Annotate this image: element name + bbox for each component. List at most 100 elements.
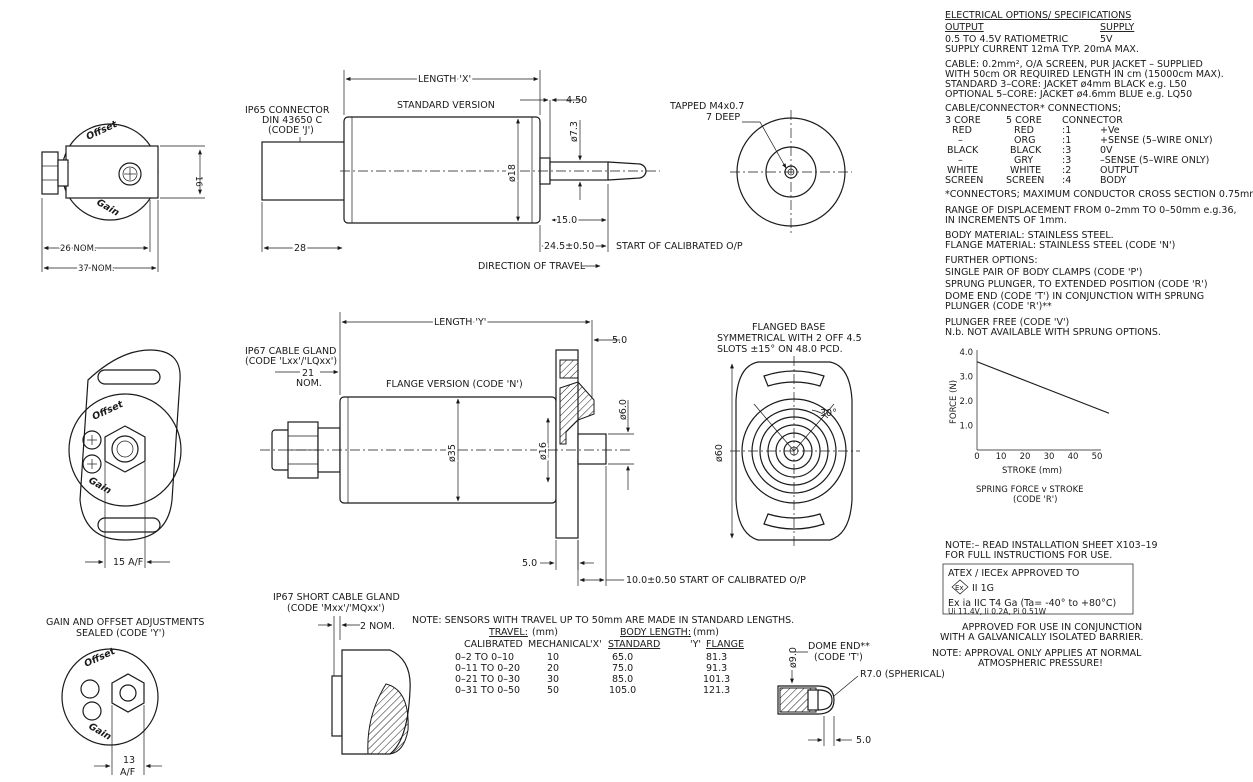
dim-24-5: 24.5±0.50 [544, 241, 594, 252]
dim-dia-16: ø16 [538, 442, 549, 460]
row-mechanical: 30 [547, 674, 559, 685]
chart-x-tick-label: 20 [1020, 452, 1031, 462]
atex-group: II 1G [972, 583, 994, 594]
cable-line-3: STANDARD 3–CORE: JACKET ø4mm BLACK e.g. … [945, 79, 1187, 90]
ex-mark: Ex [955, 584, 964, 592]
output-value: 0.5 TO 4.5V RATIOMETRIC [945, 34, 1069, 45]
conn-function: –SENSE (5–WIRE ONLY) [1100, 155, 1209, 166]
chart-x-tick-label: 0 [974, 452, 979, 462]
conn-3core: – [958, 135, 963, 146]
offset-adjust-icon [82, 430, 102, 450]
connections-head: CABLE/CONNECTOR* CONNECTIONS; [945, 103, 1121, 114]
row-standard: 85.0 [612, 674, 633, 685]
dim-15-0: 15.0 [556, 215, 577, 226]
tapped-label: TAPPED M4x0.7 [669, 101, 744, 112]
length-x-label: LENGTH 'X' [418, 74, 471, 85]
option-plunger-note: N.b. NOT AVAILABLE WITH SPRUNG OPTIONS. [945, 327, 1161, 338]
gland-code-label: (CODE 'Lxx'/'LQxx') [245, 356, 337, 367]
conn-pin: :4 [1062, 175, 1071, 186]
dim-dia-7-3: ø7.3 [569, 121, 580, 142]
conn-5core: GRY [1014, 155, 1033, 166]
travel-unit: (mm) [532, 627, 558, 638]
conn-function: BODY [1100, 175, 1127, 186]
row-standard: 65.0 [612, 652, 633, 663]
install-note-2: FOR FULL INSTRUCTIONS FOR USE. [945, 550, 1112, 561]
ip65-connector-label: IP65 CONNECTOR [245, 105, 330, 116]
connection-row: – ORG :1 +SENSE (5–WIRE ONLY) [958, 135, 1213, 146]
conn-function: +Ve [1100, 125, 1120, 136]
col-mechanical: MECHANICAL [528, 639, 592, 650]
conn-5core: WHITE [1010, 165, 1041, 176]
option-dome-end-1: DOME END (CODE 'T') IN CONJUNCTION WITH … [945, 291, 1204, 302]
connection-row: SCREEN SCREEN :4 BODY [945, 175, 1127, 186]
body-length-unit: (mm) [693, 627, 719, 638]
col-calibrated: CALIBRATED [464, 639, 523, 650]
flanged-base-pcd-label: SLOTS ±15° ON 48.0 PCD. [717, 344, 843, 355]
screw-icon [118, 162, 142, 186]
row-mechanical: 20 [547, 663, 559, 674]
row-calibrated: 0–21 TO 0–30 [455, 674, 520, 685]
approved-line-1: APPROVED FOR USE IN CONJUNCTION [962, 622, 1142, 633]
specs-title: ELECTRICAL OPTIONS/ SPECIFICATIONS [945, 10, 1131, 21]
further-options: FURTHER OPTIONS: [945, 255, 1038, 266]
flanged-base-slots-label: SYMMETRICAL WITH 2 OFF 4.5 [717, 333, 862, 344]
supply-head: SUPPLY [1100, 22, 1134, 33]
ip67-gland-label: IP67 CABLE GLAND [245, 346, 336, 357]
connector-note: *CONNECTORS; MAXIMUM CONDUCTOR CROSS SEC… [945, 189, 1253, 200]
travel-head: TRAVEL: [488, 627, 528, 638]
dim-dia-60: ø60 [714, 444, 725, 462]
atex-box [942, 563, 1134, 615]
connector-code-label: (CODE 'J') [268, 125, 314, 136]
atex-params: Ui 11.4V, Ii 0.2A, Pi 0.51W [948, 607, 1047, 616]
conn-5core: BLACK [1010, 145, 1042, 156]
install-note-1: NOTE:– READ INSTALLATION SHEET X103–19 [945, 540, 1158, 551]
conn-pin: :1 [1062, 135, 1071, 146]
col-x: 'X' [590, 639, 602, 650]
sealed-title: GAIN AND OFFSET ADJUSTMENTS [46, 617, 204, 628]
atex-title: ATEX / IECEx APPROVED TO [948, 568, 1079, 579]
flange-material: FLANGE MATERIAL: STAINLESS STEEL (CODE '… [945, 240, 1175, 251]
tapped-depth-label: 7 DEEP [706, 112, 740, 123]
travel-table-row: 0–2 TO 0–10 10 65.0 81.3 [455, 652, 727, 663]
end-view-drawing: TAPPED M4x0.7 7 DEEP [669, 101, 852, 234]
chart-x-label: STROKE (mm) [1002, 466, 1062, 476]
start-calibrated-label: START OF CALIBRATED O/P [616, 241, 743, 252]
connection-row: WHITE WHITE :2 OUTPUT [947, 165, 1139, 176]
conn-3core: WHITE [947, 165, 978, 176]
standard-version-drawing: IP65 CONNECTOR DIN 43650 C (CODE 'J') ST… [245, 70, 743, 272]
flange-version-title: FLANGE VERSION (CODE 'N') [386, 379, 523, 390]
conn-3core: BLACK [947, 145, 979, 156]
row-standard: 105.0 [609, 685, 636, 696]
supply-current: SUPPLY CURRENT 12mA TYP. 20mA MAX. [945, 44, 1139, 55]
col-y: 'Y' [690, 639, 701, 650]
dim-5-0-bottom: 5.0 [522, 558, 537, 569]
notes-panel: NOTE:– READ INSTALLATION SHEET X103–19 F… [932, 540, 1158, 669]
conn-pin: :1 [1062, 125, 1071, 136]
top-view-drawing: Offset Gain 16 26 NOM. 37 NOM. [41, 119, 205, 276]
chart-y-tick-label: 2.0 [959, 397, 973, 407]
dim-10-0-start-calibrated: 10.0±0.50 START OF CALIBRATED O/P [626, 575, 806, 586]
dim-dia-35: ø35 [447, 444, 458, 462]
dim-5-0-dome: 5.0 [856, 735, 871, 746]
ex-hexagon-icon [951, 579, 969, 595]
conn-3core: – [958, 155, 963, 166]
option-sprung-plunger: SPRUNG PLUNGER, TO EXTENDED POSITION (CO… [945, 279, 1208, 290]
chart-y-label: FORCE (N) [949, 380, 959, 424]
dim-af: A/F [120, 767, 135, 778]
chart-series-line [976, 361, 1110, 414]
chart-y-tick-label: 4.0 [959, 348, 973, 358]
din-label: DIN 43650 C [262, 115, 322, 126]
cable-line-1: CABLE: 0.2mm², O/A SCREEN, PUR JACKET – … [945, 59, 1203, 70]
dim-21: 21 [302, 368, 314, 379]
travel-note: NOTE: SENSORS WITH TRAVEL UP TO 50mm ARE… [412, 615, 794, 626]
row-flange: 121.3 [703, 685, 730, 696]
dim-4-50: 4.50 [566, 95, 587, 106]
conn-col-5core: 5 CORE [1006, 115, 1042, 126]
angle-30-label: 30° [820, 408, 837, 419]
specifications-panel: ELECTRICAL OPTIONS/ SPECIFICATIONS OUTPU… [945, 10, 1253, 338]
dome-end-label: DOME END** [808, 641, 870, 652]
col-flange: FLANGE [706, 639, 744, 650]
chart-x-tick-label: 40 [1068, 452, 1079, 462]
dome-end-code: (CODE 'T') [814, 652, 863, 663]
